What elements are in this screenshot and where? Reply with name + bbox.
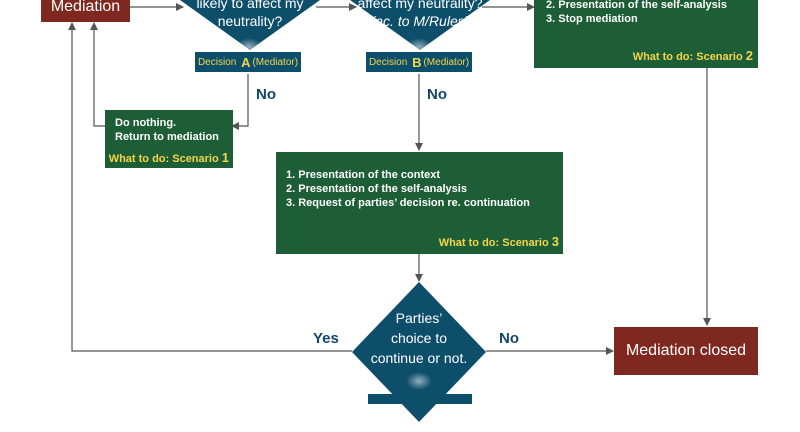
scenario3-box: 1. Presentation of the context 2. Presen…: [276, 152, 563, 254]
decision-a-diamond: [180, 0, 320, 50]
mediation-start-box: Mediation: [41, 0, 130, 22]
edge-label-no-b: No: [427, 86, 447, 103]
parties-choice-text: Parties’ choice to continue or not.: [370, 310, 468, 366]
decision-b-diamond: [350, 0, 490, 50]
decision-a-letter: A: [241, 54, 251, 70]
edge-label-yes-parties: Yes: [313, 330, 339, 347]
decision-b-tag: Decision B(Mediator): [366, 52, 472, 72]
parties-decision-tag: [368, 394, 472, 404]
scenario2-line-2: 3. Stop mediation: [546, 13, 638, 25]
scenario1-tag: What to do: Scenario 1: [108, 150, 229, 165]
mediation-closed-label: Mediation closed: [625, 342, 747, 359]
mediation-closed-box: Mediation closed: [614, 327, 758, 375]
scenario2-tag: What to do: Scenario 2: [632, 48, 753, 63]
decision-b-letter: B: [412, 54, 422, 70]
scenario3-line-2: 2. Presentation of the self-analysis: [286, 183, 467, 195]
connector-a-no-to-scenario1: [231, 74, 249, 130]
scenario1-line-2: Return to mediation: [115, 131, 219, 143]
scenario1-line-1: Do nothing.: [115, 117, 177, 129]
parties-choice-diamond: [352, 282, 486, 422]
decision-a-tag: Decision A(Mediator): [195, 52, 301, 72]
decision-a-question: likely to affect my neutrality?: [196, 0, 304, 29]
decision-b-note: (ac. to M/Rules): [370, 13, 470, 29]
scenario1-box: Do nothing. Return to mediation What to …: [105, 110, 233, 168]
scenario2-line-1: 2. Presentation of the self-analysis: [546, 0, 727, 11]
scenario3-line-3: 3. Request of parties’ decision re. cont…: [286, 197, 530, 209]
connector-parties-yes-to-mediation: [68, 22, 352, 352]
decision-b-question: affect my neutrality? (ac. to M/Rules): [350, 0, 490, 30]
mediation-start-label: Mediation: [50, 0, 121, 15]
connector-scenario1-to-mediation: [90, 22, 105, 127]
edge-label-no-a: No: [256, 86, 276, 103]
scenario2-box: 2. Presentation of the self-analysis 3. …: [534, 0, 758, 68]
connector-layer: [68, 3, 711, 355]
scenario3-tag: What to do: Scenario 3: [438, 234, 559, 249]
scenario3-line-1: 1. Presentation of the context: [286, 169, 441, 181]
edge-label-no-parties: No: [499, 330, 519, 347]
